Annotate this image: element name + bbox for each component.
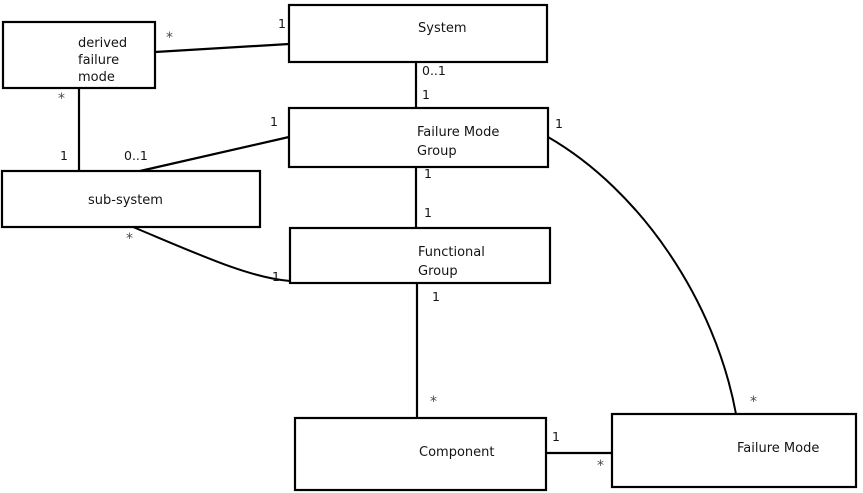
class-box-label-line: Group bbox=[417, 144, 457, 159]
multiplicity-label-functional-group-to-component-0: 1 bbox=[432, 289, 440, 304]
class-box-label-line: Group bbox=[418, 264, 458, 279]
multiplicity-label-system-to-failure-mode-group-0: 0..1 bbox=[422, 63, 446, 78]
multiplicity-label-layer: * 1 * 1 0..1 1 1 0..1 1 1 * 1 1 * 1 * 1 * bbox=[58, 16, 757, 474]
class-box-rect-derived-failure-mode bbox=[1, 20, 157, 90]
class-box-label-failure-mode: Failure Mode bbox=[737, 441, 819, 456]
class-box-label-component: Component bbox=[419, 445, 494, 460]
association-sub-system-to-functional-group bbox=[132, 226, 291, 282]
class-box-rect-failure-mode bbox=[610, 412, 858, 489]
multiplicity-label-failure-mode-group-to-sub-system-1: 0..1 bbox=[124, 148, 148, 163]
class-box-label-line: sub-system bbox=[88, 193, 163, 208]
multiplicity-label-component-to-failure-mode-0: 1 bbox=[552, 429, 560, 444]
multiplicity-label-sub-system-to-functional-group-1: 1 bbox=[272, 269, 280, 284]
multiplicity-label-failure-mode-group-to-functional-group-0: 1 bbox=[424, 166, 432, 181]
class-box-label-line: System bbox=[418, 21, 466, 36]
class-box-label-line: failure bbox=[78, 53, 119, 68]
multiplicity-label-failure-mode-group-to-failure-mode-0: 1 bbox=[555, 116, 563, 131]
class-box-rect-component bbox=[293, 416, 548, 492]
multiplicity-label-derived-failure-mode-to-system-1: 1 bbox=[278, 16, 286, 31]
multiplicity-label-derived-failure-mode-to-system-0: * bbox=[166, 30, 173, 46]
multiplicity-label-failure-mode-group-to-sub-system-0: 1 bbox=[270, 114, 278, 129]
multiplicity-label-derived-failure-mode-to-sub-system-1: 1 bbox=[60, 148, 68, 163]
class-box-rect-system bbox=[287, 3, 549, 64]
class-box-label-line: Functional bbox=[418, 245, 485, 260]
class-box-label-system: System bbox=[418, 21, 466, 36]
class-box-label-derived-failure-mode: derived failure mode bbox=[78, 36, 127, 85]
association-failure-mode-group-to-failure-mode bbox=[547, 136, 737, 415]
association-failure-mode-group-to-sub-system bbox=[139, 135, 290, 173]
class-box-derived-failure-mode[interactable]: derived failure mode bbox=[1, 20, 157, 90]
multiplicity-label-system-to-failure-mode-group-1: 1 bbox=[422, 87, 430, 102]
class-box-label-line: mode bbox=[78, 70, 115, 85]
class-box-rect-sub-system bbox=[0, 169, 262, 229]
multiplicity-label-derived-failure-mode-to-sub-system-0: * bbox=[58, 91, 65, 107]
multiplicity-label-failure-mode-group-to-functional-group-1: 1 bbox=[424, 205, 432, 220]
class-box-label-line: Component bbox=[419, 445, 494, 460]
class-box-sub-system[interactable]: sub-system bbox=[0, 169, 262, 229]
class-box-label-sub-system: sub-system bbox=[88, 193, 163, 208]
class-box-rect-failure-mode-group bbox=[287, 106, 550, 169]
association-layer bbox=[77, 42, 737, 455]
class-box-rect-functional-group bbox=[288, 226, 552, 285]
multiplicity-label-functional-group-to-component-1: * bbox=[430, 394, 437, 410]
class-box-failure-mode[interactable]: Failure Mode bbox=[610, 412, 858, 489]
class-box-label-line: Failure Mode bbox=[417, 125, 499, 140]
association-derived-failure-mode-to-system bbox=[154, 42, 290, 54]
class-box-label-line: derived bbox=[78, 36, 127, 51]
multiplicity-label-sub-system-to-functional-group-0: * bbox=[126, 231, 133, 247]
multiplicity-label-component-to-failure-mode-1: * bbox=[597, 458, 604, 474]
class-box-system[interactable]: System bbox=[287, 3, 549, 64]
class-box-component[interactable]: Component bbox=[293, 416, 548, 492]
class-box-label-line: Failure Mode bbox=[737, 441, 819, 456]
multiplicity-label-failure-mode-group-to-failure-mode-1: * bbox=[750, 394, 757, 410]
